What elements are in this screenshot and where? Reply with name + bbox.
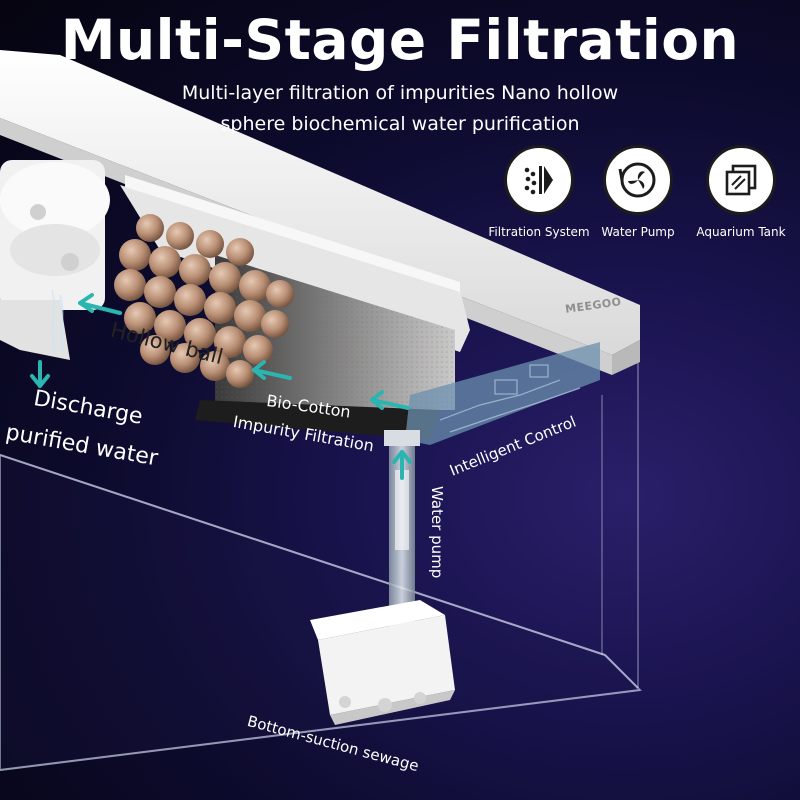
pump-motor: [0, 160, 110, 360]
aquarium-glass: [0, 360, 643, 772]
arrow-bio-cotton-1: [252, 360, 292, 380]
feature-water-pump: Water Pump: [582, 145, 694, 239]
control-board: [405, 342, 600, 445]
tank-icon: [706, 145, 776, 215]
page-title: Multi-Stage Filtration: [60, 8, 740, 72]
feature-label: Water Pump: [601, 225, 675, 239]
subtitle: Multi-layer filtration of impurities Nan…: [100, 78, 700, 140]
submersible-pump: [310, 600, 455, 725]
pump-icon: [603, 145, 673, 215]
arrow-pump-up: [392, 450, 412, 480]
filter-icon: [504, 145, 574, 215]
arrow-hollow-ball: [78, 293, 122, 315]
arrow-discharge: [30, 360, 50, 388]
feature-label: Aquarium Tank: [696, 225, 786, 239]
water-discharge: [51, 289, 65, 353]
subtitle-line-1: Multi-layer filtration of impurities Nan…: [181, 82, 619, 104]
feature-filtration-system: Filtration System: [483, 145, 595, 239]
subtitle-line-2: sphere biochemical water purification: [220, 113, 580, 135]
arrow-bio-cotton-2: [370, 390, 410, 410]
flow-arrows: [30, 293, 412, 480]
filter-housing: [0, 50, 640, 375]
feature-label: Filtration System: [488, 225, 590, 239]
feature-aquarium-tank: Aquarium Tank: [685, 145, 797, 239]
hollow-balls: [114, 214, 294, 388]
label-water-pump: Water pump: [428, 486, 446, 579]
